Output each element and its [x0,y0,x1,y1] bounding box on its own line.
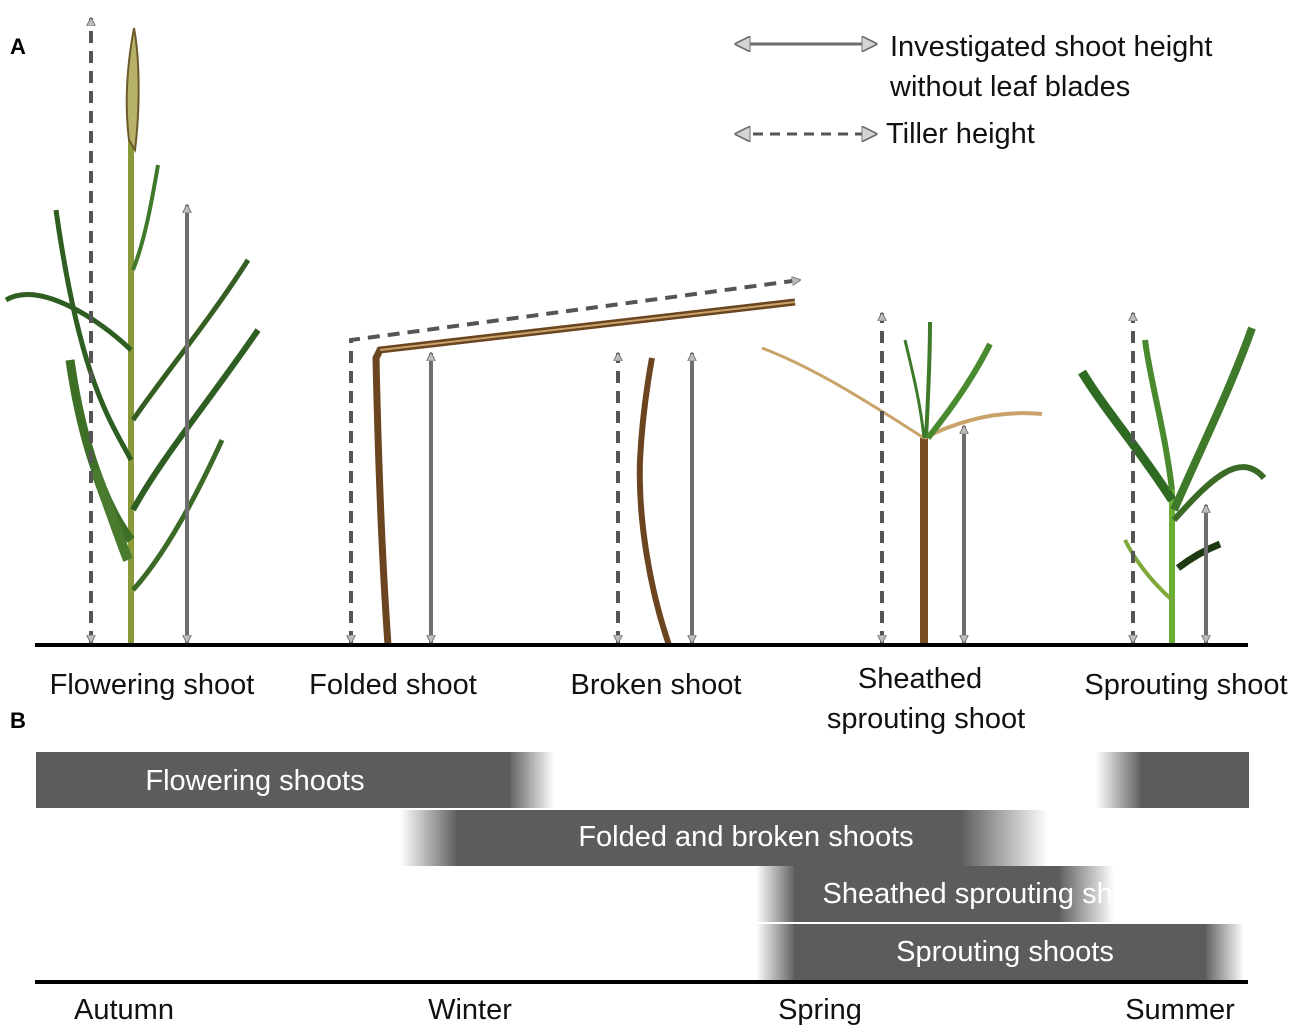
bar-label-sheathed: Sheathed sprouting shoots [822,878,1167,910]
season-summer: Summer [1125,994,1235,1026]
bar-sprouting-main [794,924,1206,980]
bar-folded-fade-left [400,810,458,866]
bar-sprouting-fade-right [1204,924,1244,980]
flowering-shoot-illustration [4,27,261,645]
label-sheathed-line2: sprouting shoot [827,703,1025,735]
season-spring: Spring [778,994,862,1026]
sprouting-shoot-illustration [1078,326,1267,645]
label-flowering-shoot: Flowering shoot [50,669,255,701]
bar-flowering-main [36,752,510,808]
folded-shoot-illustration [372,298,796,646]
legend-solid-label-line1: Investigated shoot height [890,31,1212,63]
label-sheathed-line1: Sheathed [858,663,982,695]
bar-label-sprouting: Sprouting shoots [896,936,1114,968]
bar-label-folded-broken: Folded and broken shoots [578,821,913,853]
bar-sheathed-main [794,866,1060,922]
folded-tiller-height-arrow [351,280,800,643]
bar-sprouting-fade-left [756,924,796,980]
bar-flowering-summer-fade [1096,752,1142,808]
bar-folded-main [456,810,962,866]
broken-shoot-illustration [636,357,672,646]
panel-label-a: A [10,34,26,59]
label-broken-shoot: Broken shoot [571,669,742,701]
panel-label-b: B [10,708,26,733]
season-winter: Winter [428,994,512,1026]
legend-dashed-label: Tiller height [886,118,1035,150]
bar-flowering-fade [508,752,554,808]
bar-sheathed-fade-left [756,866,796,922]
sheathed-sprouting-shoot-illustration [761,321,1043,645]
bar-sheathed-fade-right [1058,866,1114,922]
season-autumn: Autumn [74,994,174,1026]
bar-folded-fade-right [960,810,1048,866]
legend-solid-label-line2: without leaf blades [889,71,1130,103]
label-folded-shoot: Folded shoot [309,669,477,701]
legend: Investigated shoot height without leaf b… [736,31,1212,150]
label-sprouting-shoot: Sprouting shoot [1084,669,1287,701]
bar-flowering-summer [1140,752,1249,808]
bar-label-flowering: Flowering shoots [145,765,364,797]
season-bars: Flowering shoots Folded and broken shoot… [36,752,1249,980]
